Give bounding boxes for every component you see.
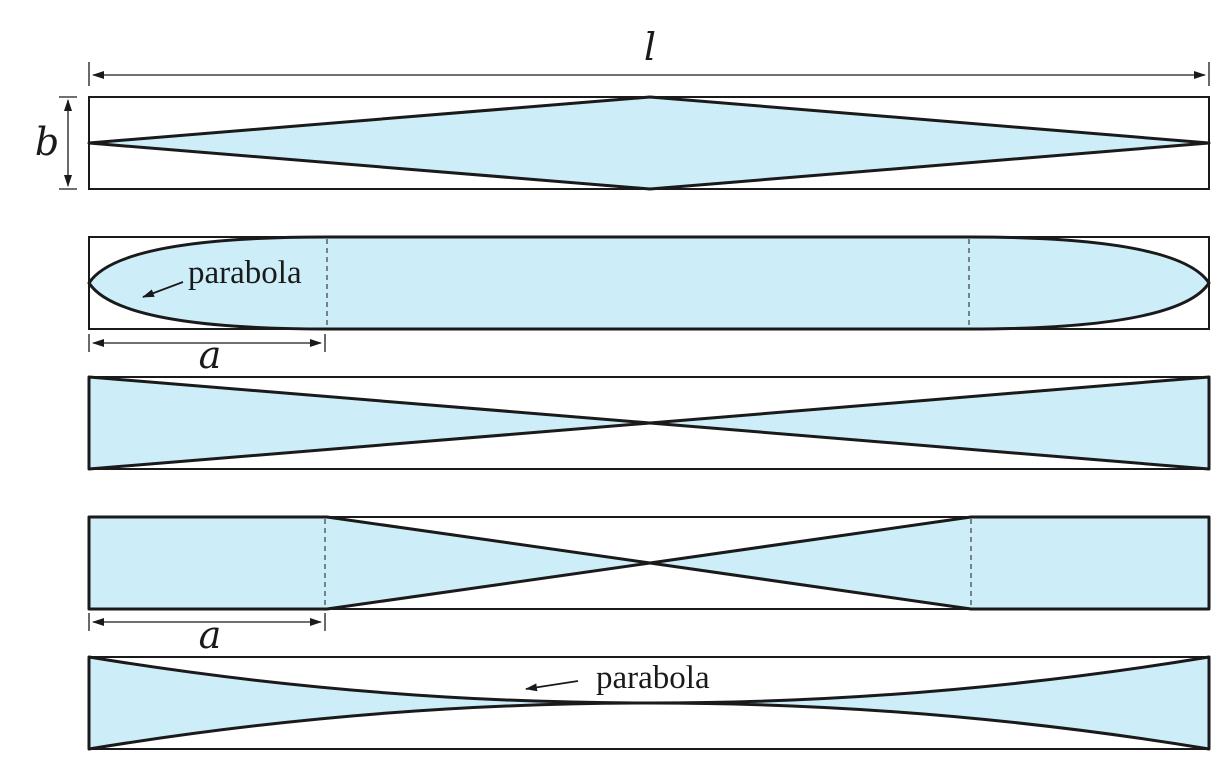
segment-dimension-bottom: a	[88, 613, 326, 657]
segment-label-top: a	[199, 333, 222, 377]
length-label: l	[644, 25, 656, 69]
parabola-pointer-bottom	[525, 680, 579, 692]
stepped-bowtie-left-shape	[87, 515, 652, 611]
parabola-label-bottom: parabola	[596, 660, 710, 696]
profile-parabolic-bowtie: parabola	[87, 655, 1211, 751]
width-dimension: b	[35, 96, 77, 190]
diamond-frame	[88, 96, 1210, 190]
profile-stepped-bowtie	[87, 515, 1211, 611]
profile-bowtie	[87, 375, 1211, 471]
length-dimension: l	[88, 25, 1210, 86]
stepped-bowtie-right-shape	[648, 515, 1211, 611]
bowtie-frame	[88, 376, 1210, 470]
parabolic-ends-frame	[88, 236, 1210, 330]
parabolic-bowtie-left-shape	[87, 655, 652, 751]
segment-dimension-top: a	[88, 333, 326, 377]
parabola-label-top: parabola	[188, 255, 302, 291]
profile-parabolic-ends: parabola	[87, 235, 1211, 331]
parabolic-bowtie-frame	[88, 656, 1210, 750]
parabolic-bowtie-right-shape	[648, 655, 1211, 751]
stepped-bowtie-frame	[88, 516, 1210, 610]
width-label: b	[35, 120, 59, 164]
parabola-pointer-top	[142, 281, 184, 298]
profile-diamond	[87, 95, 1211, 191]
diamond-shape	[87, 95, 1211, 191]
bowtie-right-shape	[648, 375, 1211, 471]
bowtie-left-shape	[87, 375, 652, 471]
segment-label-bottom: a	[199, 613, 222, 657]
